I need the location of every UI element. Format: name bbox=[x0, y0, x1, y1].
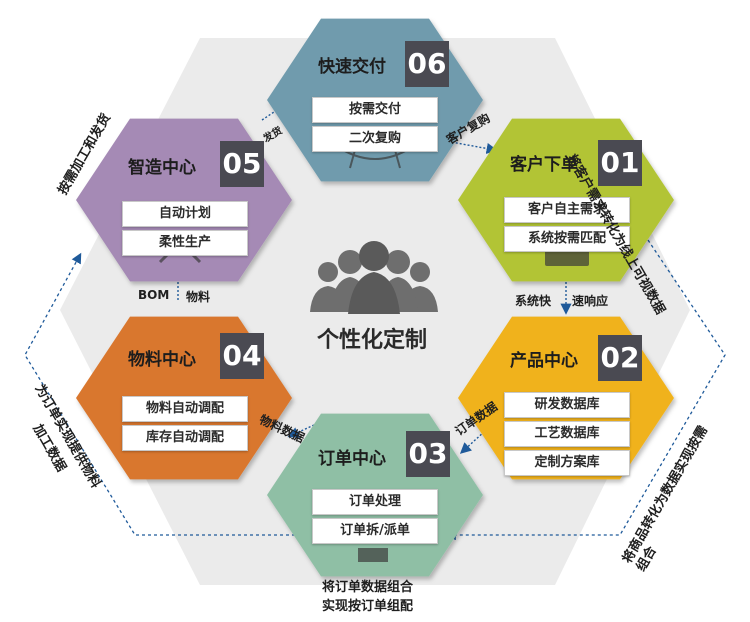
flow-label-material: 物料 bbox=[186, 290, 211, 304]
flow-label-response: 速响应 bbox=[572, 294, 609, 308]
node-01-item: 系统按需匹配 bbox=[504, 226, 630, 252]
node-01-number: 01 bbox=[598, 140, 642, 186]
keyboard-icon bbox=[545, 250, 589, 266]
node-04-item: 物料自动调配 bbox=[122, 396, 248, 422]
node-03-item: 订单拆/派单 bbox=[312, 518, 438, 544]
node-04-item: 库存自动调配 bbox=[122, 425, 248, 451]
outer-label-bottom-a: 将订单数据组合 bbox=[322, 580, 414, 595]
document-icon bbox=[358, 548, 388, 562]
node-02-item: 工艺数据库 bbox=[504, 421, 630, 447]
node-04-number: 04 bbox=[220, 333, 264, 379]
outer-dashed-loop bbox=[24, 239, 726, 541]
flow-label-bom: BOM bbox=[138, 288, 170, 302]
node-02-item: 研发数据库 bbox=[504, 392, 630, 418]
node-05-name: 智造中心 bbox=[128, 158, 196, 178]
node-05-item: 自动计划 bbox=[122, 201, 248, 227]
node-05-item: 柔性生产 bbox=[122, 230, 248, 256]
center-title: 个性化定制 bbox=[316, 328, 427, 353]
node-01-name: 客户下单 bbox=[510, 155, 578, 175]
node-06-name: 快速交付 bbox=[318, 57, 386, 77]
node-01-item: 客户自主需求 bbox=[504, 197, 630, 223]
node-03-number: 03 bbox=[406, 431, 450, 477]
node-06-item: 按需交付 bbox=[312, 97, 438, 123]
node-06-item: 二次复购 bbox=[312, 126, 438, 152]
node-02-item: 定制方案库 bbox=[504, 450, 630, 476]
flow-label-system-fast: 系统快 bbox=[515, 294, 552, 308]
node-03-item: 订单处理 bbox=[312, 489, 438, 515]
outer-label-bottom-b: 实现按订单组配 bbox=[322, 599, 414, 614]
node-04-name: 物料中心 bbox=[128, 350, 196, 370]
people-icon bbox=[310, 241, 438, 314]
node-02-name: 产品中心 bbox=[510, 351, 578, 371]
node-06-number: 06 bbox=[405, 41, 449, 87]
node-02-number: 02 bbox=[598, 335, 642, 381]
node-05-number: 05 bbox=[220, 141, 264, 187]
node-03-name: 订单中心 bbox=[318, 449, 386, 469]
